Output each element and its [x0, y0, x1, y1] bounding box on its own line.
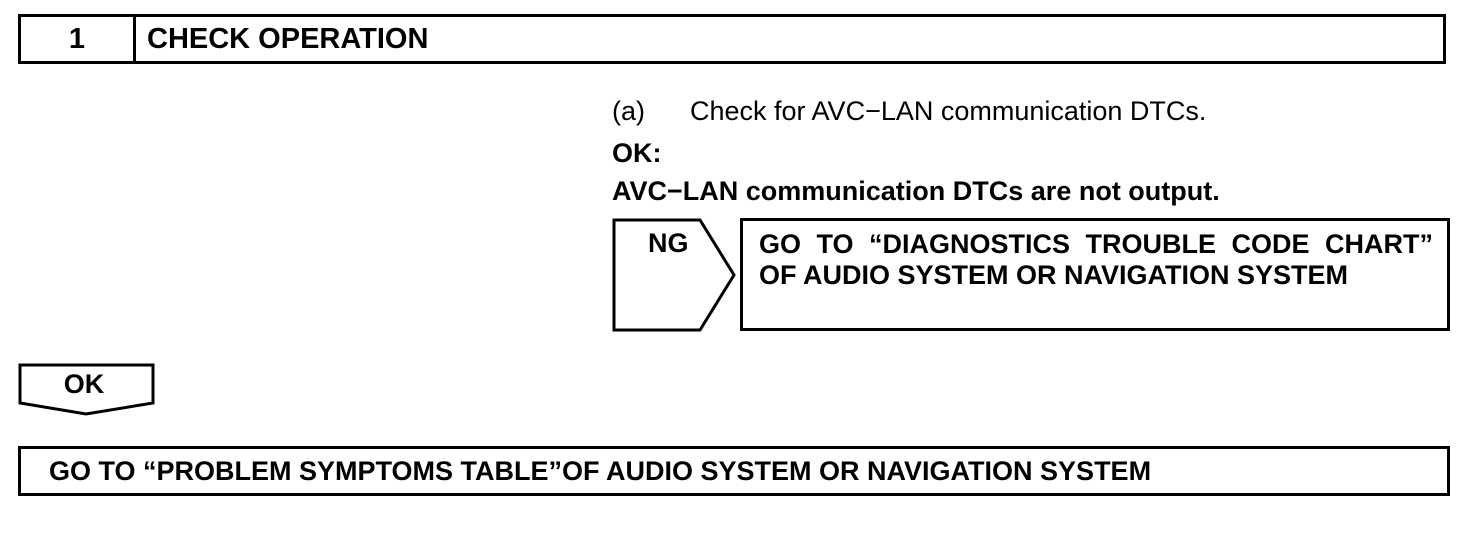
ok-arrow-shape: [18, 363, 155, 416]
instruction-line: (a) Check for AVC−LAN communication DTCs.: [612, 94, 1206, 128]
ng-action-text: GO TO “DIAGNOSTICS TROUBLE CODE CHART” O…: [759, 229, 1433, 290]
ng-action-box: GO TO “DIAGNOSTICS TROUBLE CODE CHART” O…: [740, 218, 1450, 331]
instruction-text: Check for AVC−LAN communication DTCs.: [690, 96, 1207, 126]
ok-action-text: GO TO “PROBLEM SYMPTOMS TABLE”OF AUDIO S…: [49, 456, 1152, 486]
step-number: 1: [21, 17, 136, 61]
ok-action-box: GO TO “PROBLEM SYMPTOMS TABLE”OF AUDIO S…: [18, 446, 1450, 496]
step-title: CHECK OPERATION: [147, 23, 429, 55]
ok-branch-label: OK: [63, 369, 105, 399]
ng-label: NG: [648, 228, 689, 258]
ng-arrow-shape: [612, 218, 736, 332]
ok-condition-result: AVC−LAN communication DTCs are not outpu…: [612, 176, 1220, 206]
ok-condition-label: OK:: [612, 138, 662, 168]
step-header: 1 CHECK OPERATION: [18, 14, 1446, 64]
instruction-item-label: (a): [612, 96, 645, 126]
